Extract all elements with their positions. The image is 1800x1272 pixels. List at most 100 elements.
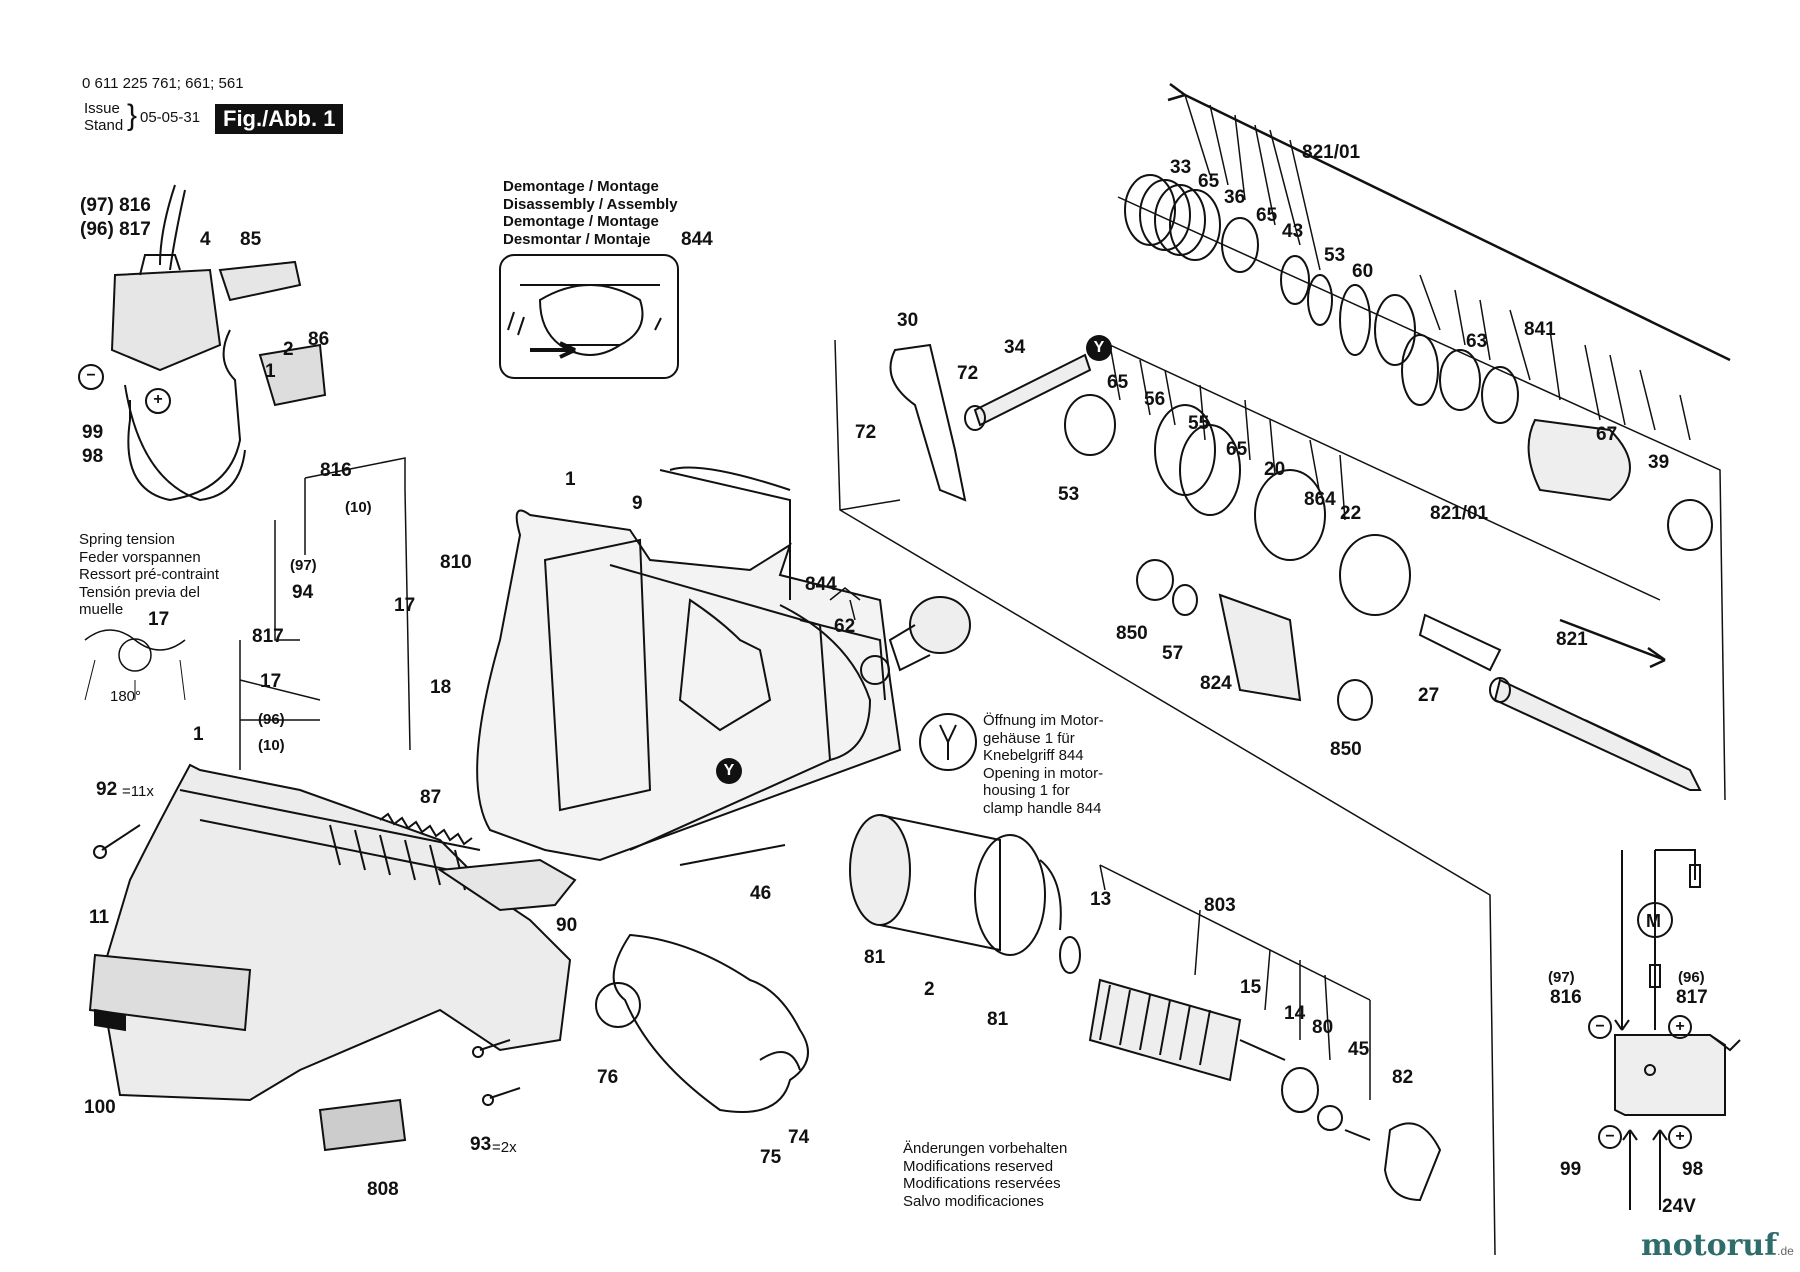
clamp-bracket: [889, 343, 1092, 502]
part-label-98a: 98: [82, 446, 104, 467]
part-label-63: 63: [1466, 331, 1488, 352]
part-label-55: 55: [1188, 413, 1210, 434]
disassembly-note: Demontage / Montage Disassembly / Assemb…: [503, 178, 678, 248]
part-label-36: 36: [1224, 187, 1246, 208]
part-label-92: 92: [96, 779, 118, 800]
part-label-45: 45: [1348, 1039, 1370, 1060]
part-label-15: 15: [1240, 977, 1262, 998]
part-label-81b: 81: [987, 1009, 1009, 1030]
part-label-2: 2: [924, 979, 935, 1000]
part-label-65a: 65: [1198, 171, 1220, 192]
part-label-74: 74: [788, 1127, 810, 1148]
part-label-33: 33: [1170, 157, 1192, 178]
part-label-844b: 844: [805, 574, 837, 595]
part-label-808: 808: [367, 1179, 399, 1200]
motor: [849, 814, 1081, 974]
part-label-11: 11: [89, 907, 110, 928]
part-label-81a: 81: [864, 947, 886, 968]
part-label-75: 75: [760, 1147, 782, 1168]
modifications-note: Änderungen vorbehalten Modifications res…: [903, 1140, 1067, 1210]
modifications-fr: Modifications reservées: [903, 1175, 1061, 1192]
part-label-97b: (97): [290, 557, 317, 574]
schematic-minus-icon-bottom: −: [1598, 1125, 1622, 1149]
part-label-816c: 816: [1550, 987, 1582, 1008]
part-label-14: 14: [1284, 1003, 1306, 1024]
part-label-53a: 53: [1324, 245, 1346, 266]
part-label-821-01a: 821/01: [1302, 142, 1361, 163]
issue-label: Issue: [84, 100, 120, 117]
opening-note-de-1: Öffnung im Motor-: [983, 712, 1104, 729]
part-label-17b: 17: [260, 671, 282, 692]
disassembly-note-fr: Demontage / Montage: [503, 213, 659, 230]
figure-title: Fig./Abb. 1: [215, 104, 344, 134]
part-label-97c: (97): [1548, 969, 1575, 986]
clamp-handle: [860, 596, 971, 685]
part-label-90: 90: [556, 915, 578, 936]
part-label-17s: 17: [148, 609, 170, 630]
opening-note-en-2: housing 1 for: [983, 782, 1070, 799]
plus-icon: +: [145, 388, 171, 414]
part-label-10b: (10): [258, 737, 285, 754]
voltage-label: 24V: [1662, 1196, 1696, 1217]
part-label-810: 810: [440, 552, 472, 573]
part-numbers: 0 611 225 761; 661; 561: [82, 75, 244, 92]
spring-note-de: Feder vorspannen: [79, 548, 201, 566]
part-label-22: 22: [1340, 503, 1362, 524]
part-label-10a: (10): [345, 499, 372, 516]
part-label-850a: 850: [1116, 623, 1148, 644]
part-label-816b: 816: [320, 460, 352, 481]
switch-assembly: [110, 184, 327, 502]
disassembly-note-de: Demontage / Montage: [503, 178, 659, 195]
brand-tld: .de: [1777, 1244, 1794, 1258]
part-label-60: 60: [1352, 261, 1374, 282]
spindle: [1489, 677, 1702, 791]
part-label-98b: 98: [1682, 1159, 1704, 1180]
spring-note-fr: Ressort pré-contraint: [79, 566, 220, 583]
part-label-56: 56: [1144, 389, 1166, 410]
part-label-821-01b: 821/01: [1430, 503, 1489, 524]
housing: [476, 466, 902, 862]
part-label-43: 43: [1282, 221, 1304, 242]
part-label-34: 34: [1004, 337, 1026, 358]
opening-note-de-2: gehäuse 1 für: [983, 729, 1075, 747]
part-label-85: 85: [240, 229, 262, 250]
spring-inset: [84, 629, 186, 701]
schematic-plus-icon: +: [1668, 1015, 1692, 1039]
issue-date: 05-05-31: [140, 109, 201, 126]
part-label-9: 9: [632, 493, 643, 514]
part-label-65b: 65: [1256, 205, 1278, 226]
part-label-62: 62: [834, 616, 856, 637]
spring-and-slider: [379, 812, 786, 912]
schematic-minus-icon: −: [1588, 1015, 1612, 1039]
part-label-53b: 53: [1058, 484, 1080, 505]
wiring-schematic: [1614, 849, 1741, 1210]
part-label-30: 30: [897, 310, 919, 331]
disassembly-note-es: Desmontar / Montaje: [503, 230, 651, 248]
part-label-13: 13: [1090, 889, 1112, 910]
leader-lines-top: [1109, 94, 1691, 521]
part-label-39: 39: [1648, 452, 1670, 473]
part-label-65d: 65: [1226, 439, 1248, 460]
gear-parts: [1064, 394, 1502, 721]
part-label-99b: 99: [1560, 1159, 1582, 1180]
part-label-817a: (96) 817: [80, 219, 151, 240]
gasket: [595, 933, 809, 1113]
tool-holder: [1401, 334, 1713, 551]
leader-lines-switch: [239, 457, 861, 770]
part-label-86: 86: [308, 329, 330, 350]
part-label-844a: 844: [681, 229, 713, 250]
spring-note-es: Tensión previa del: [79, 583, 200, 601]
part-label-17a: 17: [394, 595, 416, 616]
part-label-57: 57: [1162, 643, 1184, 664]
part-label-824: 824: [1200, 673, 1232, 694]
screws: [93, 824, 521, 1106]
part-label-1b: 1: [565, 469, 576, 490]
opening-note-de-3: Knebelgriff 844: [983, 747, 1084, 764]
y-marker-housing: Y: [716, 758, 742, 784]
part-label-96c: (96): [1678, 969, 1705, 986]
part-label-1a: 1: [193, 724, 204, 745]
part-label-80: 80: [1312, 1017, 1334, 1038]
brand-name: motoruf: [1641, 1228, 1778, 1263]
part-label-94: 94: [292, 582, 314, 603]
